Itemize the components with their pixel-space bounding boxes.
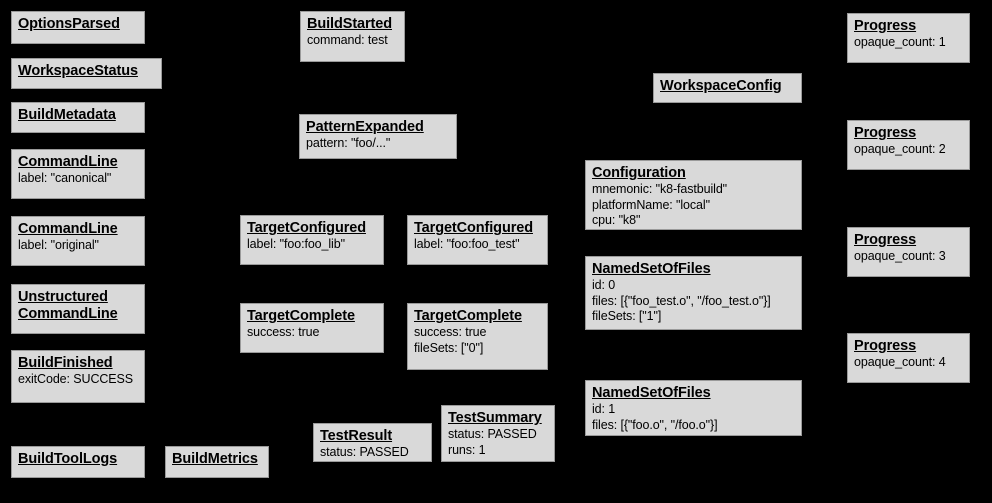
node-field: label: "foo:foo_lib" [247,237,345,251]
node-title: TargetConfigured [247,220,366,236]
node-field: files: [{"foo_test.o", "/foo_test.o"}] [592,293,771,308]
node-title: Progress [854,338,917,354]
node-title: WorkspaceConfig [660,78,782,94]
node-title: Progress [854,232,917,248]
node-field: cpu: "k8" [592,213,641,227]
node-field: pattern: "foo/..." [306,136,391,150]
node-build-metrics[interactable]: BuildMetrics [165,446,269,478]
node-field: platformName: "local" [592,197,710,212]
node-title: BuildMetadata [18,107,116,123]
node-field: runs: 1 [448,442,486,457]
node-field: id: 0 [592,278,616,292]
node-title: BuildFinished [18,355,113,371]
node-title: TargetComplete [414,308,522,324]
node-build-tool-logs[interactable]: BuildToolLogs [11,446,145,478]
node-field: success: true [414,325,487,339]
node-field: label: "foo:foo_test" [414,237,520,251]
node-title: BuildToolLogs [18,451,118,467]
node-title: Configuration [592,165,686,181]
node-title: BuildMetrics [172,451,258,467]
node-workspace-status[interactable]: WorkspaceStatus [11,58,162,89]
node-field: status: PASSED [448,427,537,441]
node-build-metadata[interactable]: BuildMetadata [11,102,145,133]
node-title: TargetConfigured [414,220,533,236]
node-title: Unstructured CommandLine [18,289,118,322]
node-field: opaque_count: 1 [854,35,946,49]
node-field: status: PASSED [320,445,409,459]
node-title: PatternExpanded [306,119,424,135]
node-field: mnemonic: "k8-fastbuild" [592,182,728,196]
node-title: Progress [854,18,917,34]
node-title: OptionsParsed [18,16,120,32]
node-field: label: "canonical" [18,171,112,185]
node-field: opaque_count: 4 [854,355,946,369]
node-title: WorkspaceStatus [18,63,138,79]
node-title: Progress [854,125,917,141]
node-title: BuildStarted [307,16,393,32]
node-options-parsed[interactable]: OptionsParsed [11,11,145,44]
node-title: TestResult [320,428,393,444]
node-title: CommandLine [18,154,118,170]
node-field: opaque_count: 3 [854,249,946,263]
node-field: opaque_count: 2 [854,142,946,156]
node-title: TargetComplete [247,308,355,324]
node-title: CommandLine [18,221,118,237]
node-field: success: true [247,325,320,339]
node-field: id: 1 [592,402,616,416]
node-field: label: "original" [18,238,99,252]
node-field: fileSets: ["0"] [414,340,484,355]
node-field: files: [{"foo.o", "/foo.o"}] [592,417,718,432]
node-unstructured-command-line[interactable]: Unstructured CommandLine [11,284,145,334]
node-field: command: test [307,33,388,47]
node-field: exitCode: SUCCESS [18,372,134,386]
node-workspace-config[interactable]: WorkspaceConfig [653,73,802,103]
node-title: TestSummary [448,410,542,426]
node-field: fileSets: ["1"] [592,309,662,323]
node-title: NamedSetOfFiles [592,385,711,401]
node-title: NamedSetOfFiles [592,261,711,277]
